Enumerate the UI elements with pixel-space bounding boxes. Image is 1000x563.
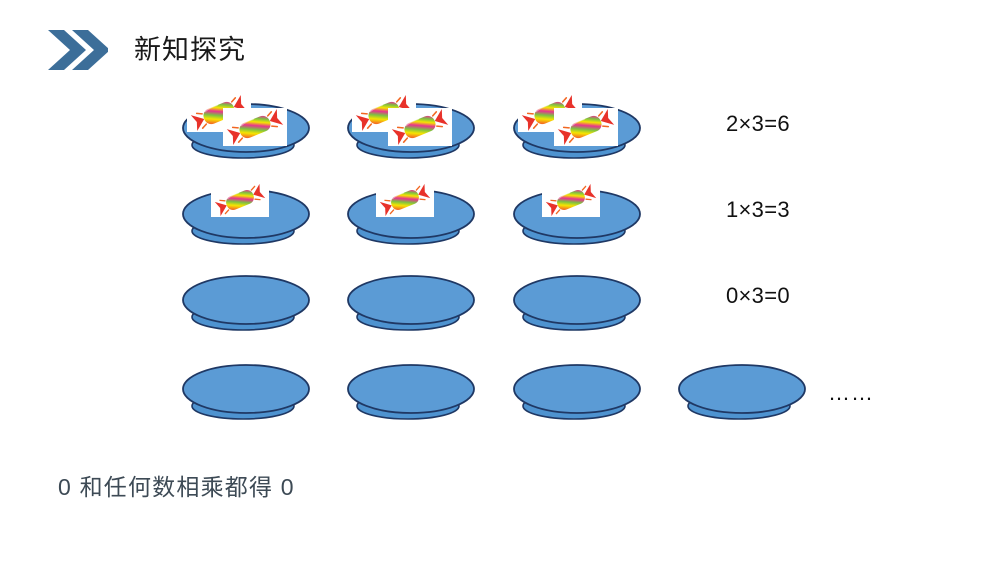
plate-shape <box>513 275 641 331</box>
candy-icon <box>355 94 413 132</box>
plate-shape <box>513 364 641 420</box>
plate-r2-c2[interactable] <box>346 183 477 246</box>
ellipsis-text: …… <box>828 380 874 405</box>
candy-item[interactable] <box>211 183 269 217</box>
plate-r1-c3[interactable] <box>512 94 643 160</box>
candy-item[interactable] <box>388 108 452 146</box>
plate-shape <box>182 364 310 420</box>
candy-icon <box>391 108 449 146</box>
candy-item[interactable] <box>554 108 618 146</box>
equation-row-1: 2×3=6 <box>726 111 790 136</box>
plate-r3-c1[interactable] <box>181 270 312 332</box>
conclusion-text: 0 和任何数相乘都得 0 <box>58 474 295 500</box>
candy-icon <box>545 183 597 217</box>
plate-r4-c1[interactable] <box>181 359 312 421</box>
plate-shape <box>347 364 475 420</box>
equation-row-2: 1×3=3 <box>726 197 790 222</box>
plate-shape <box>347 275 475 331</box>
plate-r4-c4[interactable] <box>677 359 808 421</box>
candy-icon <box>190 94 248 132</box>
candy-item[interactable] <box>223 108 287 146</box>
plate-row <box>0 359 1000 437</box>
page-title-text: 新知探究 <box>134 34 246 65</box>
plate-r3-c3[interactable] <box>512 270 643 332</box>
equation-row-3: 0×3=0 <box>726 283 790 308</box>
plate-shape <box>182 275 310 331</box>
plate-r3-c2[interactable] <box>346 270 477 332</box>
candy-icon <box>214 183 266 217</box>
plate-row <box>0 183 1000 262</box>
page-title: 新知探究 <box>48 26 246 74</box>
plate-r2-c3[interactable] <box>512 183 643 246</box>
candy-icon <box>379 183 431 217</box>
plate-r4-c3[interactable] <box>512 359 643 421</box>
candy-item[interactable] <box>376 183 434 217</box>
candy-icon <box>557 108 615 146</box>
plate-row <box>0 94 1000 176</box>
double-chevron-right-icon <box>48 30 108 70</box>
plate-r1-c1[interactable] <box>181 94 312 160</box>
plate-row <box>0 270 1000 348</box>
plate-r2-c1[interactable] <box>181 183 312 246</box>
plate-r1-c2[interactable] <box>346 94 477 160</box>
candy-item[interactable] <box>542 183 600 217</box>
plate-r4-c2[interactable] <box>346 359 477 421</box>
candy-icon <box>226 108 284 146</box>
plate-shape <box>678 364 806 420</box>
